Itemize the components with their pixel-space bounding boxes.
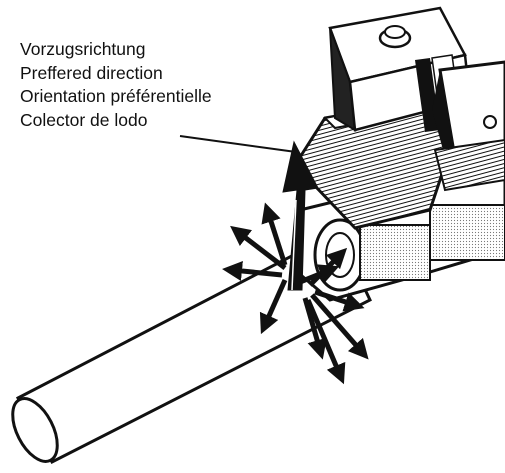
label-french: Orientation préférentielle xyxy=(20,86,212,106)
preferred-direction-arrow xyxy=(282,140,319,291)
connector-box xyxy=(432,60,505,192)
orientation-label-block: Vorzugsrichtung Preffered direction Orie… xyxy=(20,38,212,132)
label-english: Preffered direction xyxy=(20,62,163,83)
label-german: Vorzugsrichtung xyxy=(20,39,146,59)
alternative-orientation-arrows xyxy=(222,202,369,385)
label-spanish: Colector de lodo xyxy=(20,109,148,130)
leader-line xyxy=(179,135,297,153)
